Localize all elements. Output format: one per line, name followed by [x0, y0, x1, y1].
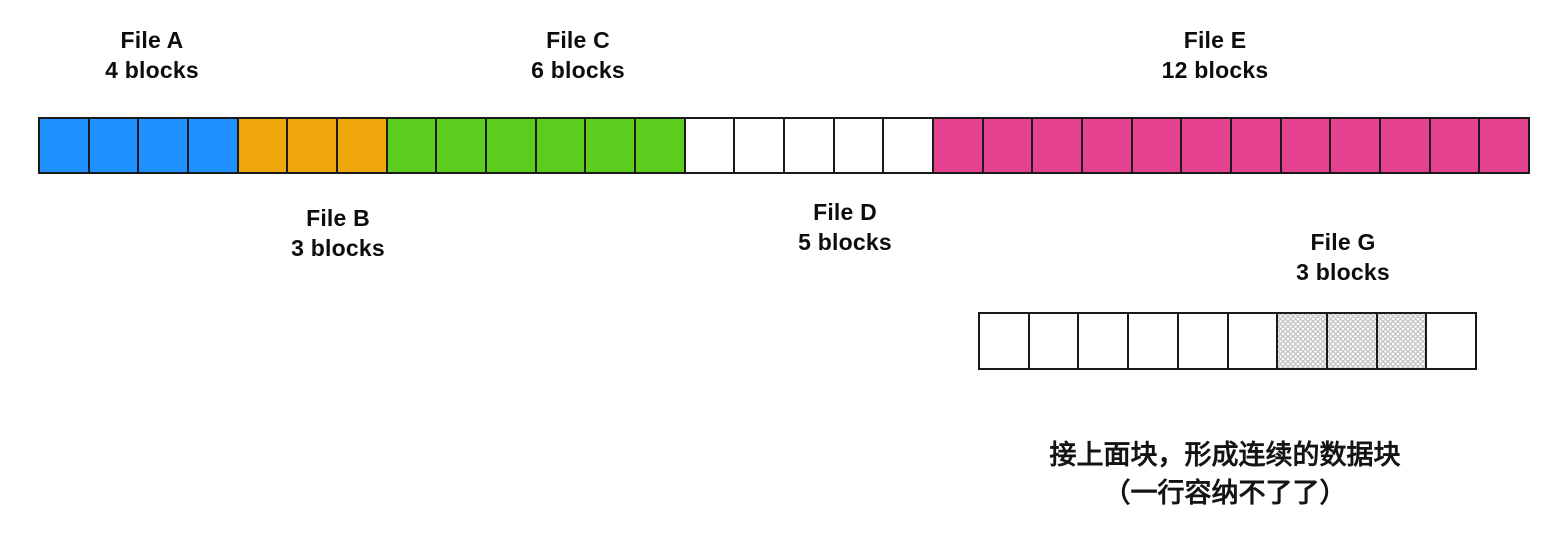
block-file-c	[636, 119, 686, 172]
block-free	[1129, 314, 1179, 368]
label-file-b-blocks: 3 blocks	[291, 234, 385, 261]
block-file-a	[189, 119, 239, 172]
label-file-e-blocks: 12 blocks	[1161, 56, 1269, 83]
block-file-c	[387, 119, 438, 172]
label-file-g-name: File G	[1310, 229, 1376, 255]
block-file-d	[785, 119, 835, 172]
block-file-e	[983, 119, 1034, 172]
label-file-a-blocks: 4 blocks	[105, 56, 199, 83]
block-free	[1228, 314, 1279, 368]
block-free	[1029, 314, 1080, 368]
block-file-e	[1480, 119, 1529, 172]
block-free	[1178, 314, 1229, 368]
block-file-g	[1377, 314, 1428, 368]
block-file-e	[1182, 119, 1233, 172]
block-file-e	[1132, 119, 1183, 172]
label-file-g-blocks: 3 blocks	[1296, 258, 1390, 285]
caption-line-2: （一行容纳不了了）	[1103, 478, 1347, 510]
block-file-e	[1232, 119, 1282, 172]
label-file-a-name: File A	[120, 27, 184, 53]
label-file-d-blocks: 5 blocks	[798, 228, 892, 255]
block-file-e	[934, 119, 984, 172]
block-file-e	[1331, 119, 1382, 172]
block-file-d	[884, 119, 935, 172]
block-file-d	[834, 119, 885, 172]
block-file-e	[1430, 119, 1481, 172]
block-file-e	[1033, 119, 1084, 172]
block-file-c	[437, 119, 488, 172]
caption-note: 接上面块，形成连续的数据块 （一行容纳不了了）	[1005, 437, 1445, 514]
label-file-d: File D 5 blocks	[755, 198, 935, 258]
block-file-a	[139, 119, 190, 172]
block-free	[1427, 314, 1476, 368]
block-file-b	[288, 119, 339, 172]
block-file-e	[1281, 119, 1332, 172]
block-file-d	[685, 119, 736, 172]
block-free	[980, 314, 1030, 368]
label-file-g: File G 3 blocks	[1253, 228, 1433, 288]
label-file-c-name: File C	[546, 27, 610, 53]
block-file-c	[487, 119, 537, 172]
block-file-c	[536, 119, 587, 172]
block-free	[1079, 314, 1130, 368]
label-file-c-blocks: 6 blocks	[531, 56, 625, 83]
block-file-a	[89, 119, 140, 172]
block-file-b	[238, 119, 289, 172]
caption-line-1: 接上面块，形成连续的数据块	[1049, 440, 1401, 471]
block-file-g	[1278, 314, 1328, 368]
label-file-d-name: File D	[813, 199, 877, 225]
label-file-e: File E 12 blocks	[1125, 26, 1305, 86]
label-file-c: File C 6 blocks	[488, 26, 668, 86]
label-file-b: File B 3 blocks	[248, 204, 428, 264]
block-file-g	[1327, 314, 1378, 368]
block-file-e	[1083, 119, 1133, 172]
label-file-e-name: File E	[1183, 27, 1247, 53]
label-file-a: File A 4 blocks	[62, 26, 242, 86]
block-file-a	[40, 119, 90, 172]
disk-blocks-row-main	[38, 117, 1530, 174]
block-file-d	[735, 119, 786, 172]
block-file-c	[586, 119, 637, 172]
disk-blocks-row-continuation	[978, 312, 1477, 370]
block-file-e	[1381, 119, 1431, 172]
label-file-b-name: File B	[306, 205, 370, 231]
block-file-b	[338, 119, 388, 172]
